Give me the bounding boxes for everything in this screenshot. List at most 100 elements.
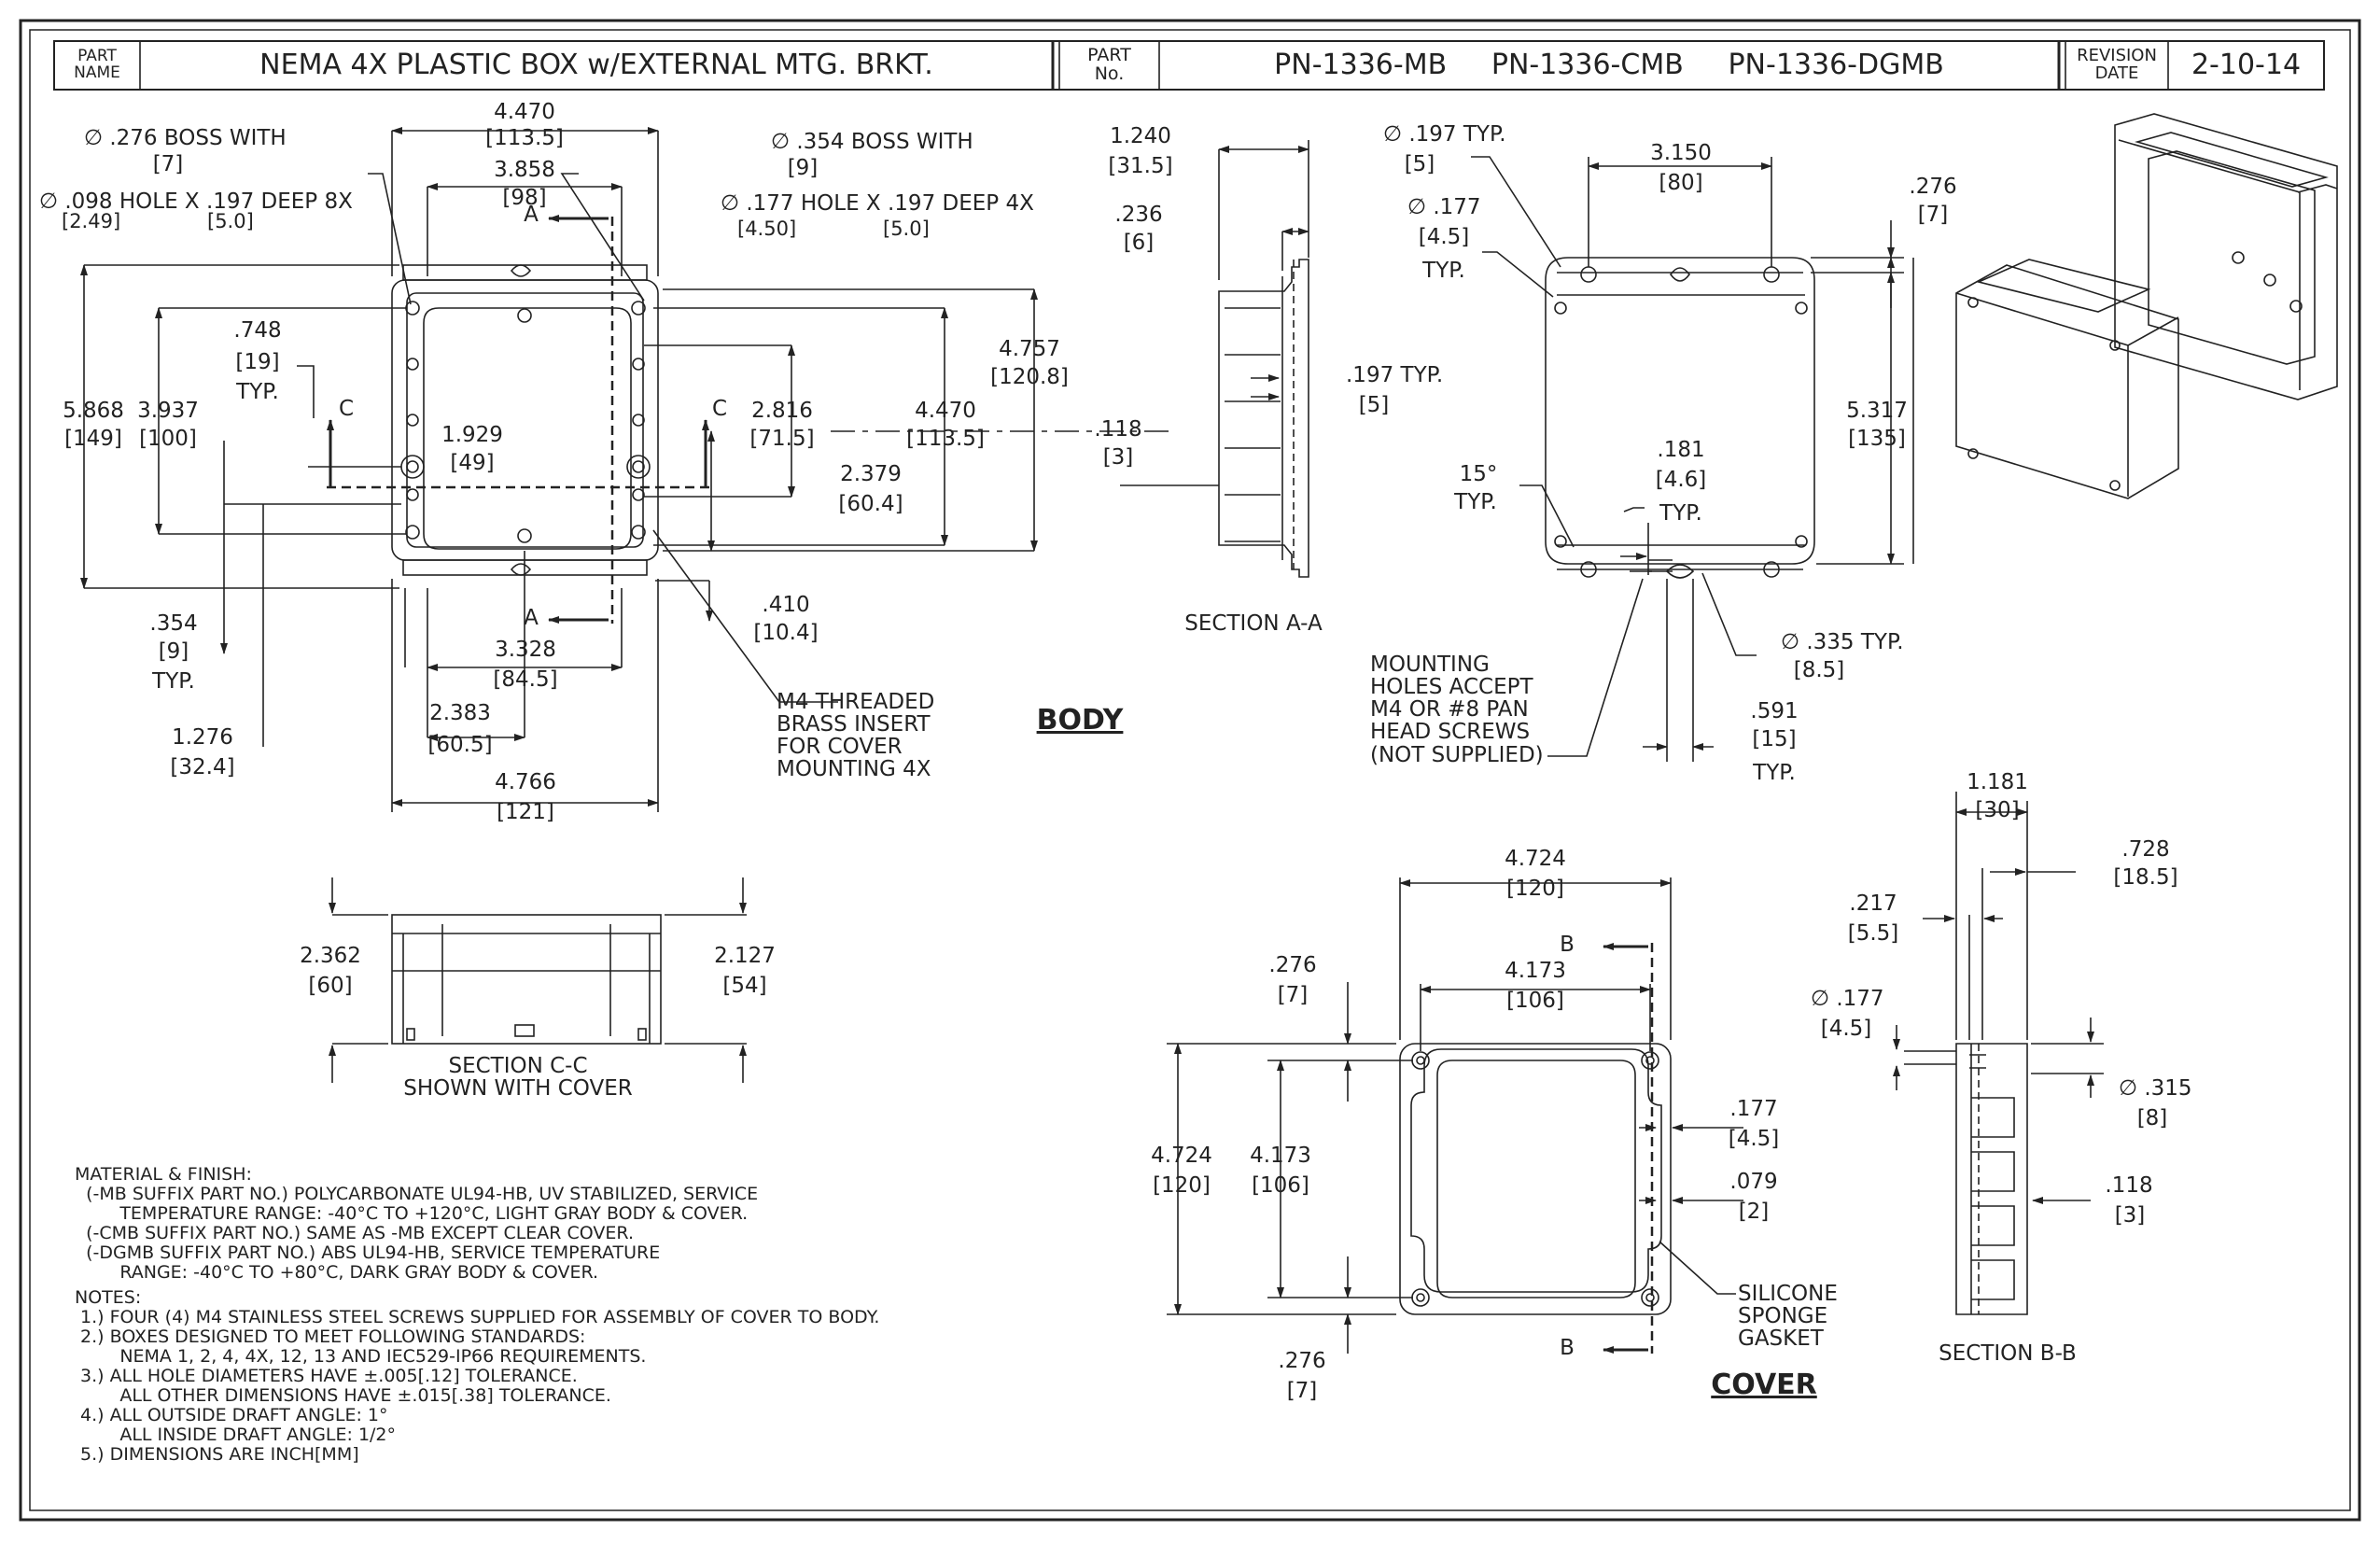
dim-118: .118: [1094, 417, 1142, 442]
dim-335-mm: [8.5]: [1793, 658, 1845, 682]
cover-view: [1167, 877, 1743, 1354]
dim-2816: 2.816: [751, 399, 813, 423]
dim-354-typ: TYP.: [152, 669, 195, 694]
dim-4173: 4.173: [1505, 959, 1566, 983]
boss-354-mm: [9]: [787, 156, 819, 180]
dim-410: .410: [762, 593, 810, 617]
mounting-holes-note: MOUNTING HOLES ACCEPT M4 OR #8 PAN HEAD …: [1370, 653, 1544, 767]
dim-217: .217: [1849, 891, 1897, 916]
dim-728: .728: [2121, 837, 2170, 862]
section-cc-label: SECTION C-C SHOWN WITH COVER: [403, 1054, 633, 1102]
part-name: NEMA 4X PLASTIC BOX w/EXTERNAL MTG. BRKT…: [259, 49, 933, 82]
dim-3328: 3.328: [495, 638, 556, 662]
dim-748-typ: TYP.: [236, 380, 279, 404]
dim-3937-mm: [100]: [139, 427, 197, 451]
dim-4766: 4.766: [495, 770, 556, 794]
dim-217-mm: [5.5]: [1847, 921, 1899, 946]
boss-276-note: ∅ .276 BOSS WITH: [84, 126, 287, 150]
dim-3328-mm: [84.5]: [493, 667, 558, 692]
hole-177-note: ∅ .177 HOLE X .197 DEEP 4X: [721, 191, 1034, 216]
dim-591-typ: TYP.: [1753, 761, 1796, 785]
body-bottom-view: [1471, 156, 1914, 762]
dim-276-cover-top-mm: [7]: [1277, 983, 1309, 1007]
dim-410-mm: [10.4]: [753, 621, 819, 645]
dim-15-deg: 15°: [1459, 462, 1498, 486]
dim-276-cover-bottom-mm: [7]: [1286, 1379, 1318, 1403]
dim-177-dia: ∅ .177: [1407, 195, 1481, 219]
body-plan-dimensions: [80, 127, 1172, 812]
dim-2383-mm: [60.5]: [427, 733, 493, 757]
dim-4173-vertical: 4.173: [1250, 1144, 1311, 1168]
isometric-views: [1955, 113, 2338, 499]
dim-197-mm: [5]: [1358, 393, 1390, 417]
dim-3858: 3.858: [494, 158, 555, 182]
cut-label-b-bottom: B: [1560, 1336, 1575, 1360]
dim-4470: 4.470: [494, 100, 555, 124]
dim-1181: 1.181: [1967, 770, 2028, 794]
dim-079-mm: [2]: [1738, 1200, 1770, 1224]
revision-date-label: REVISION DATE: [2077, 46, 2157, 83]
cut-label-a-bottom: A: [524, 606, 539, 630]
general-notes: NOTES: 1.) FOUR (4) M4 STAINLESS STEEL S…: [75, 1287, 880, 1465]
dim-1929-mm: [49]: [450, 451, 495, 475]
dim-181-mm: [4.6]: [1655, 468, 1707, 492]
dim-354: .354: [149, 611, 198, 636]
dim-2362: 2.362: [300, 944, 361, 968]
dim-3150: 3.150: [1650, 141, 1712, 165]
dim-315-mm: [8]: [2136, 1106, 2168, 1130]
dim-2127-mm: [54]: [722, 974, 767, 998]
dim-591-mm: [15]: [1752, 727, 1797, 751]
boss-354-note: ∅ .354 BOSS WITH: [771, 130, 973, 154]
dim-1240-mm: [31.5]: [1108, 154, 1173, 178]
dim-236: .236: [1114, 203, 1163, 227]
dim-4724-vertical-mm: [120]: [1153, 1173, 1211, 1198]
dim-4470-mm: [113.5]: [485, 126, 564, 150]
dim-4724-mm: [120]: [1506, 877, 1564, 901]
dim-15-deg-typ: TYP.: [1454, 490, 1497, 514]
dim-4766-mm: [121]: [497, 800, 554, 824]
dim-079: .079: [1729, 1170, 1778, 1194]
dim-276: .276: [1909, 175, 1957, 199]
dim-118-bb-mm: [3]: [2114, 1203, 2146, 1228]
hole-098-deep-mm: [5.0]: [207, 210, 254, 232]
dim-197-dia-mm: [5]: [1404, 152, 1435, 176]
section-aa-view: [1120, 140, 1309, 578]
hole-098-note: ∅ .098 HOLE X .197 DEEP 8X: [39, 189, 353, 214]
m4-insert-note: M4 THREADED BRASS INSERT FOR COVER MOUNT…: [777, 690, 935, 782]
dim-1276-mm: [32.4]: [170, 755, 235, 779]
dim-118-mm: [3]: [1102, 445, 1134, 470]
cut-label-c-right: C: [711, 397, 728, 421]
dim-2379-mm: [60.4]: [838, 492, 903, 516]
dim-1929: 1.929: [441, 423, 503, 447]
dim-5317: 5.317: [1846, 399, 1908, 423]
hole-098-mm: [2.49]: [62, 210, 121, 232]
dim-2816-mm: [71.5]: [749, 427, 815, 451]
section-cc-view: [329, 877, 747, 1083]
dim-177-cover: .177: [1729, 1097, 1778, 1121]
body-plan-view: [327, 217, 709, 624]
cut-label-a-top: A: [524, 203, 539, 227]
dim-335-dia: ∅ .335 TYP.: [1781, 630, 1904, 654]
dim-2383: 2.383: [429, 701, 491, 725]
revision-date: 2-10-14: [2191, 49, 2302, 82]
cut-label-c-left: C: [338, 397, 355, 421]
dim-177-dia-mm: [4.5]: [1418, 225, 1470, 249]
dim-118-bb: .118: [2105, 1173, 2153, 1198]
section-bb-label: SECTION B-B: [1939, 1341, 2077, 1366]
dim-4757-mm: [120.8]: [990, 365, 1069, 389]
dim-1181-mm: [30]: [1975, 798, 2020, 822]
dim-181: .181: [1657, 438, 1705, 462]
body-view-label: BODY: [1036, 704, 1124, 737]
dim-5868-mm: [149]: [64, 427, 122, 451]
dim-1240: 1.240: [1110, 124, 1171, 148]
dim-177-bb: ∅ .177: [1811, 987, 1884, 1011]
dim-591: .591: [1750, 699, 1799, 723]
dim-2379: 2.379: [840, 462, 902, 486]
part-numbers: PN-1336-MB PN-1336-CMB PN-1336-DGMB: [1274, 49, 1944, 82]
dim-1276: 1.276: [172, 725, 233, 750]
dim-276-cover-top: .276: [1268, 953, 1317, 977]
section-bb-view: [1893, 792, 2104, 1315]
dim-5317-mm: [135]: [1848, 427, 1906, 451]
dim-197-typ: .197 TYP.: [1346, 363, 1444, 387]
dim-236-mm: [6]: [1123, 231, 1155, 255]
